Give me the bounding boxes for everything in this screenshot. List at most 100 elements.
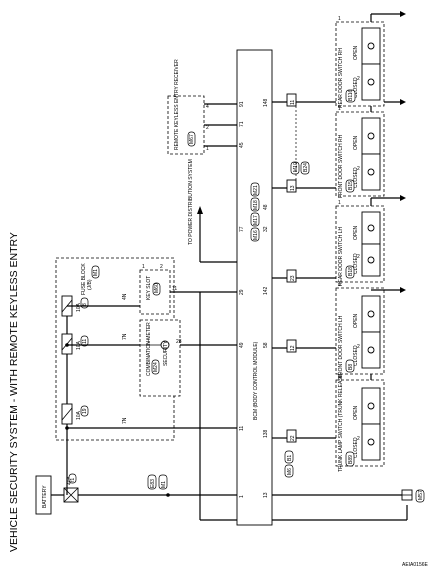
junction-11: 11 [290, 100, 296, 105]
bcm-module [236, 49, 273, 526]
bcm-pin-58: 58 [263, 342, 269, 348]
fusible-link-id: f1 [70, 478, 76, 482]
svg-text:B18: B18 [348, 267, 354, 276]
combination-meter [139, 319, 181, 397]
bcm-pin-148: 148 [263, 98, 269, 107]
bcm-title: BCM (BODY CONTROL MODULE) [253, 341, 259, 420]
switch-rear-door-rh: OPEN CLOSED REAR DOOR SWITCH RH B116 1 2 [335, 13, 400, 108]
junction-22: 22 [290, 435, 296, 441]
remote-keyless-title: REMOTE KEYLESS ENTRY RECEIVER [174, 59, 180, 150]
switch-rear-door-lh: OPEN CLOSED REAR DOOR SWITCH LH B18 1 2 [335, 197, 400, 286]
svg-text:B116: B116 [348, 89, 354, 101]
ground-conn: M57 [418, 490, 424, 500]
bcm-pin-32: 32 [263, 226, 269, 232]
key-slot-conn: M60 [154, 283, 160, 293]
switch-front-door-lh: OPEN CLOSED FRONT DOOR SWITCH LH B8 1 2 [335, 282, 385, 378]
svg-text:FRONT DOOR SWITCH RH: FRONT DOOR SWITCH RH [338, 134, 344, 198]
wire-label-4n: 4N [122, 293, 128, 300]
remote-keyless-conn: M67 [189, 134, 195, 144]
power-distribution-label: TO POWER DISTRIBUTION SYSTEM [188, 159, 194, 245]
rke-pin-1: 1 [206, 146, 209, 152]
svg-text:OPEN: OPEN [353, 45, 359, 60]
rke-pin-4: 4 [206, 104, 209, 110]
combination-meter-conn: M24 [153, 362, 159, 372]
bcm-pin-45: 45 [239, 142, 245, 148]
bcm-pin-11: 11 [239, 426, 245, 431]
svg-text:OPEN: OPEN [353, 405, 359, 420]
svg-text:CLOSED: CLOSED [353, 77, 359, 98]
junction-23: 23 [290, 275, 296, 281]
wire-label-7n-2: 7N [122, 333, 128, 340]
fuse3-rating: 10A [76, 302, 82, 312]
conn-e83: E83 [150, 479, 156, 488]
ref-code: AEIA0156E [402, 562, 429, 568]
svg-text:CLOSED: CLOSED [353, 167, 359, 188]
diagram-title: VEHICLE SECURITY SYSTEM - WITH REMOTE KE… [8, 232, 20, 552]
svg-text:B89: B89 [348, 455, 354, 464]
bcm-pin-13: 13 [263, 492, 269, 498]
security-indicator-label: SECURITY [163, 340, 169, 366]
bcm-pin-48: 48 [263, 204, 269, 210]
fuse-block-title: FUSE BLOCK [81, 263, 87, 295]
wire-label-7n-1: 7N [122, 417, 128, 424]
fuse-block-subtitle: (J/B) [87, 279, 93, 290]
key-slot-pin-11: 11 [172, 286, 177, 292]
svg-text:2: 2 [357, 436, 360, 442]
fuse2-id: 11 [82, 339, 88, 344]
svg-text:B15: B15 [348, 181, 354, 190]
fuse1-rating: 10A [76, 410, 82, 420]
bcm-pin-71: 71 [239, 121, 245, 127]
battery-label: BATTERY [42, 485, 48, 508]
svg-text:1: 1 [338, 374, 341, 380]
svg-text:REAR DOOR SWITCH RH: REAR DOOR SWITCH RH [338, 48, 344, 108]
key-slot-pin-1: 1 [142, 264, 145, 270]
inline-conn-b24: B24 [303, 163, 309, 172]
bcm-pin-142: 142 [263, 286, 269, 295]
bcm-pin-49: 49 [239, 342, 245, 348]
conn-m1: M1 [161, 481, 167, 488]
svg-text:OPEN: OPEN [353, 225, 359, 240]
svg-text:CLOSED: CLOSED [353, 437, 359, 458]
svg-text:1: 1 [338, 16, 341, 22]
bcm-conn-m16: M16 [253, 230, 259, 240]
bcm-pin-77: 77 [239, 226, 245, 232]
combination-meter-title: COMBINATION METER [146, 322, 152, 376]
svg-text:2: 2 [357, 254, 360, 260]
fuse1-id: 19 [82, 408, 88, 414]
svg-text:FRONT DOOR SWITCH LH: FRONT DOOR SWITCH LH [338, 315, 344, 378]
svg-text:TRUNK LAMP SWITCH (TRUNK RELEA: TRUNK LAMP SWITCH (TRUNK RELEASE SOLENOI… [338, 345, 344, 472]
bcm-pin-91: 91 [239, 101, 245, 107]
svg-text:1: 1 [338, 200, 341, 206]
joint-conn-m6: M6 [287, 468, 293, 475]
bcm-pin-138: 138 [263, 429, 269, 438]
svg-text:2: 2 [357, 76, 360, 82]
svg-text:CLOSED: CLOSED [353, 345, 359, 366]
bcm-pin-29: 29 [239, 289, 245, 295]
junction-13: 13 [290, 185, 296, 191]
key-slot-pin-2: 2 [160, 264, 163, 270]
switch-trunk-lamp: OPEN CLOSED TRUNK LAMP SWITCH (TRUNK REL… [335, 290, 385, 472]
bcm-conn-m21: M21 [253, 185, 259, 195]
security-indicator-icon [160, 340, 170, 350]
joint-conn-b1: B1 [287, 455, 293, 461]
rke-pin-2: 2 [206, 125, 209, 131]
junction-12: 12 [290, 345, 296, 351]
svg-text:B8: B8 [348, 364, 354, 370]
svg-text:REAR DOOR SWITCH LH: REAR DOOR SWITCH LH [338, 226, 344, 286]
meter-pin-out: 28 [176, 339, 182, 345]
svg-text:2: 2 [357, 344, 360, 350]
meter-pin-in: 1 [147, 339, 150, 345]
bcm-conn-m18: M18 [253, 200, 259, 210]
bcm-conn-m17: M17 [253, 215, 259, 225]
svg-text:1: 1 [338, 106, 341, 112]
svg-text:OPEN: OPEN [353, 135, 359, 150]
svg-text:2: 2 [357, 166, 360, 172]
bcm-pin-1: 1 [239, 495, 245, 498]
fuse-block-conn: M1 [93, 269, 99, 276]
switch-front-door-rh: OPEN CLOSED FRONT DOOR SWITCH RH B15 1 2 [335, 101, 400, 198]
svg-text:1: 1 [338, 282, 341, 288]
svg-text:CLOSED: CLOSED [353, 253, 359, 274]
fuse3-id: 8 [82, 303, 88, 306]
svg-text:OPEN: OPEN [353, 313, 359, 328]
